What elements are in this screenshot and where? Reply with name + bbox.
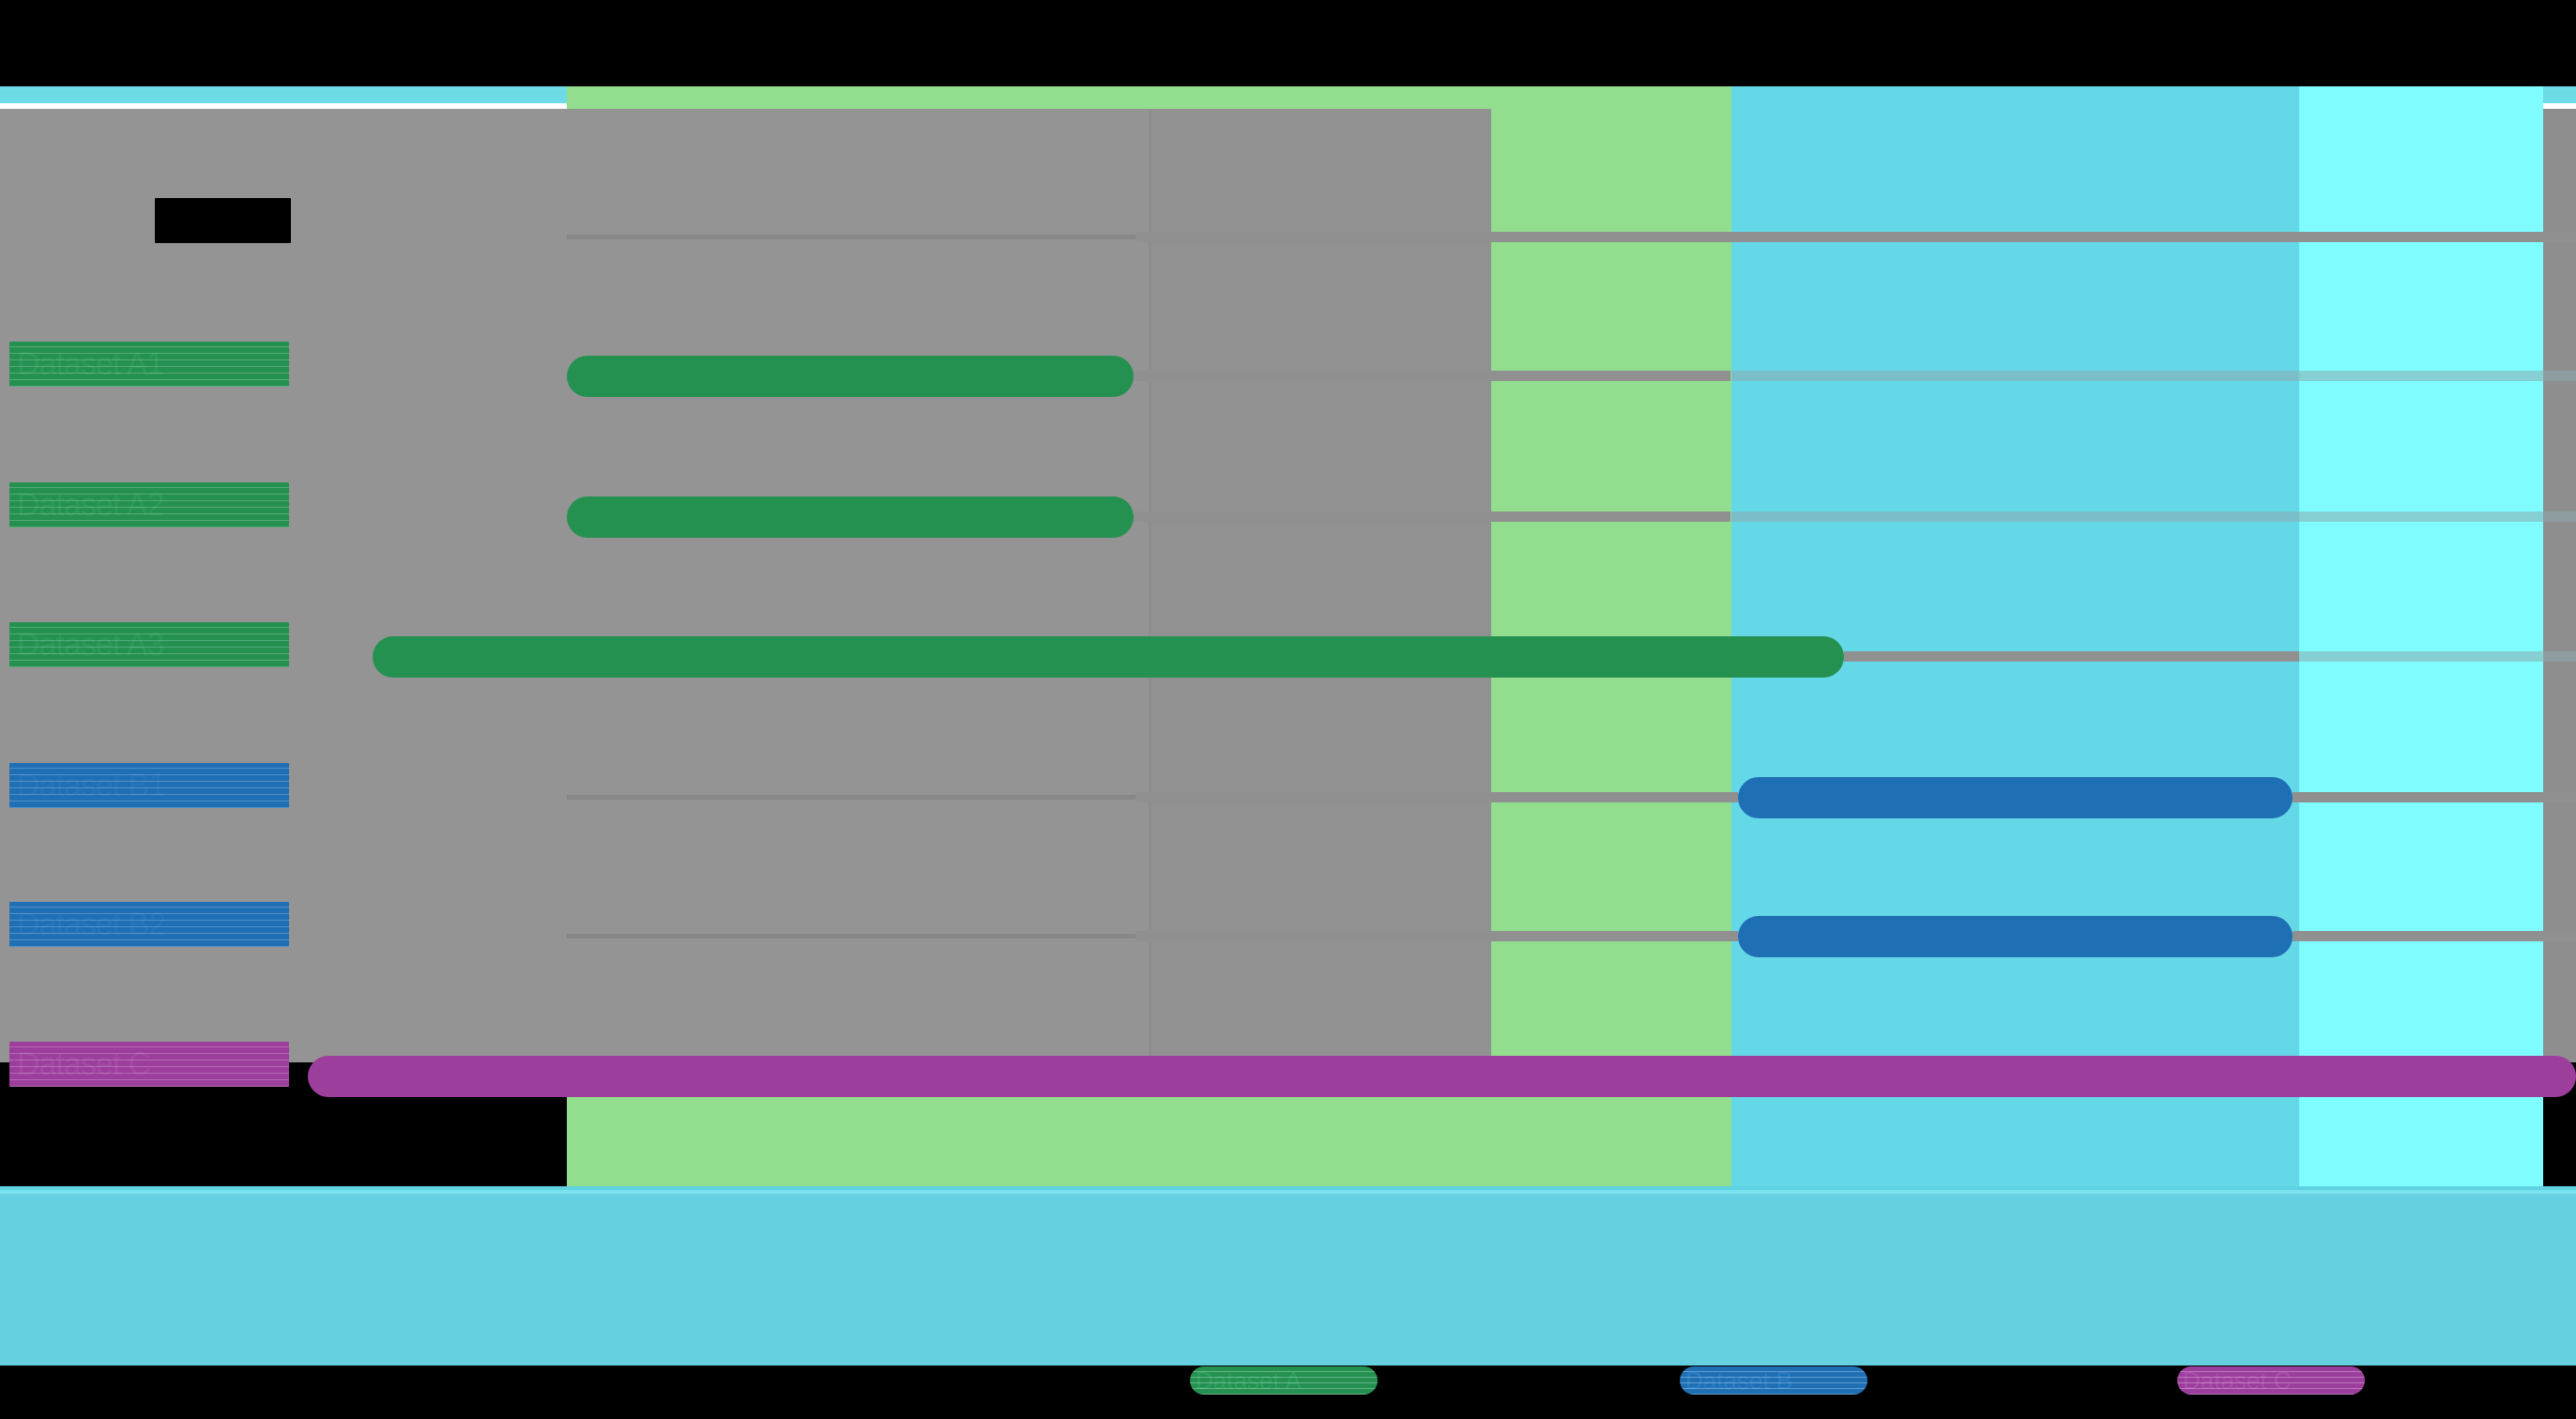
session-band-3: [2299, 86, 2543, 1194]
bar-dataset-a1[interactable]: [567, 356, 1134, 397]
category-label-dataset-c: Dataset C: [9, 1042, 289, 1087]
connector-line-row5: [1136, 931, 1738, 941]
connector-line-row1: [1134, 371, 1730, 381]
connector-line-row3-ext: [2299, 651, 2576, 662]
window-titlebar: [0, 0, 2576, 86]
connector-line-row1-ext: [1731, 371, 2576, 381]
connector-line-row3: [1844, 651, 2299, 662]
bar-dataset-b1[interactable]: [1738, 777, 2293, 818]
connector-line-row4: [1136, 792, 1738, 802]
right-gutter: [2543, 109, 2576, 1062]
category-label-dataset-a3: Dataset A3: [9, 622, 289, 667]
legend-item-dataset-a[interactable]: Dataset A: [1190, 1366, 1378, 1395]
category-label-dataset-a1: Dataset A1: [9, 342, 289, 387]
legend-item-dataset-b[interactable]: Dataset B: [1680, 1366, 1867, 1395]
footer-strip-upper: [0, 1186, 2576, 1190]
category-label-dataset-b1: Dataset B1: [9, 763, 289, 808]
bar-dataset-a2[interactable]: [567, 496, 1134, 538]
connector-line-row0-faint: [567, 235, 1136, 239]
legend-item-dataset-c[interactable]: Dataset C: [2177, 1366, 2365, 1395]
connector-line-row2-ext: [1731, 511, 2576, 522]
panel-seam-divider: [1149, 109, 1151, 1062]
footer-strip-lower: [0, 1190, 2576, 1194]
category-label-panel-right: [1151, 109, 1491, 1062]
chart-title-redacted: ███████: [155, 198, 291, 243]
bar-dataset-b2[interactable]: [1738, 916, 2293, 957]
connector-line-row5-faint: [567, 934, 1136, 938]
connector-line-row0: [1136, 232, 2576, 242]
connector-line-row5-ext: [2293, 931, 2576, 941]
footer-panel: [0, 1194, 2576, 1380]
bar-dataset-c[interactable]: [308, 1056, 2576, 1097]
category-label-dataset-b2: Dataset B2: [9, 902, 289, 947]
connector-line-row2: [1134, 511, 1730, 522]
bar-dataset-a3[interactable]: [373, 636, 1844, 678]
connector-line-row4-ext: [2293, 792, 2576, 802]
category-label-dataset-a2: Dataset A2: [9, 482, 289, 527]
connector-line-row4-faint: [567, 795, 1136, 800]
gantt-chart: ███████ Dataset A1 Dataset A2 Dataset A3…: [0, 86, 2576, 1235]
